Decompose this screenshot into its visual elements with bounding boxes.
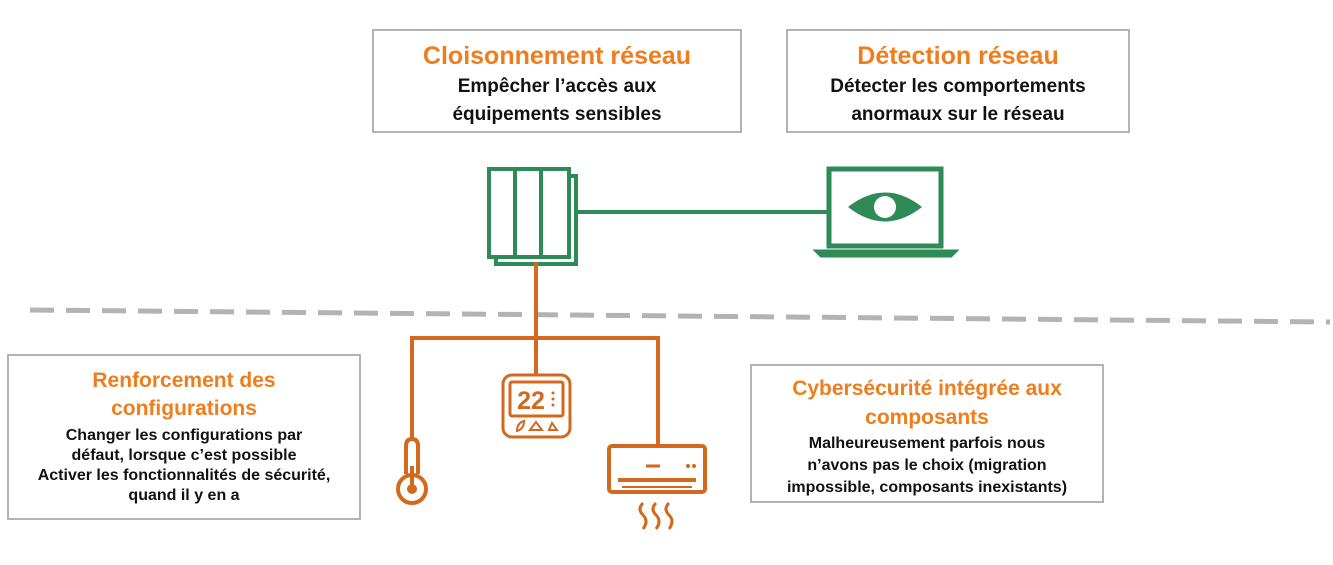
title-line: Cybersécurité intégrée aux [792,377,1062,400]
configuration-hardening-box: Renforcement des configurations Changer … [7,354,361,520]
text-line: défaut, lorsque c’est possible [71,447,297,464]
text-line: anormaux sur le réseau [851,104,1065,125]
configuration-hardening-title: Renforcement des configurations [9,367,359,423]
title-line: composants [865,406,989,429]
text-line: impossible, composants inexistants) [786,479,1068,496]
title-line: Renforcement des [92,369,276,392]
component-security-title: Cybersécurité intégrée aux composants [752,374,1102,432]
configuration-hardening-text: Changer les configurations par défaut, l… [9,426,359,506]
component-security-box: Cybersécurité intégrée aux composants Ma… [750,364,1104,503]
network-segmentation-box: Cloisonnement réseau Empêcher l’accès au… [372,29,742,133]
title-line: configurations [111,397,257,420]
firewall-icon [487,167,578,266]
text-line: quand il y en a [128,487,240,504]
network-segmentation-title: Cloisonnement réseau [422,42,692,70]
air-conditioner-icon [607,444,707,530]
network-detection-text: Détecter les comportements anormaux sur … [788,73,1128,129]
thermometer-icon [396,436,428,505]
text-line: Empêcher l’accès aux [457,76,657,97]
text-line: équipements sensibles [452,104,662,125]
text-line: Activer les fonctionnalités de sécurité, [37,467,331,484]
it-ot-divider [29,307,1331,325]
thermostat-display: 22 [517,387,545,415]
laptop-eye-icon [812,166,960,258]
text-line: Changer les configurations par [65,427,303,444]
ot-bus [410,262,660,446]
component-security-text: Malheureusement parfois nous n’avons pas… [752,433,1102,499]
network-detection-title: Détection réseau [857,42,1059,70]
network-segmentation-text: Empêcher l’accès aux équipements sensibl… [374,73,740,129]
text-line: n’avons pas le choix (migration [807,457,1047,474]
text-line: Détecter les comportements [830,76,1086,97]
text-line: Malheureusement parfois nous [808,435,1046,452]
thermostat-icon: 22 [501,373,572,439]
network-detection-box: Détection réseau Détecter les comporteme… [786,29,1130,133]
